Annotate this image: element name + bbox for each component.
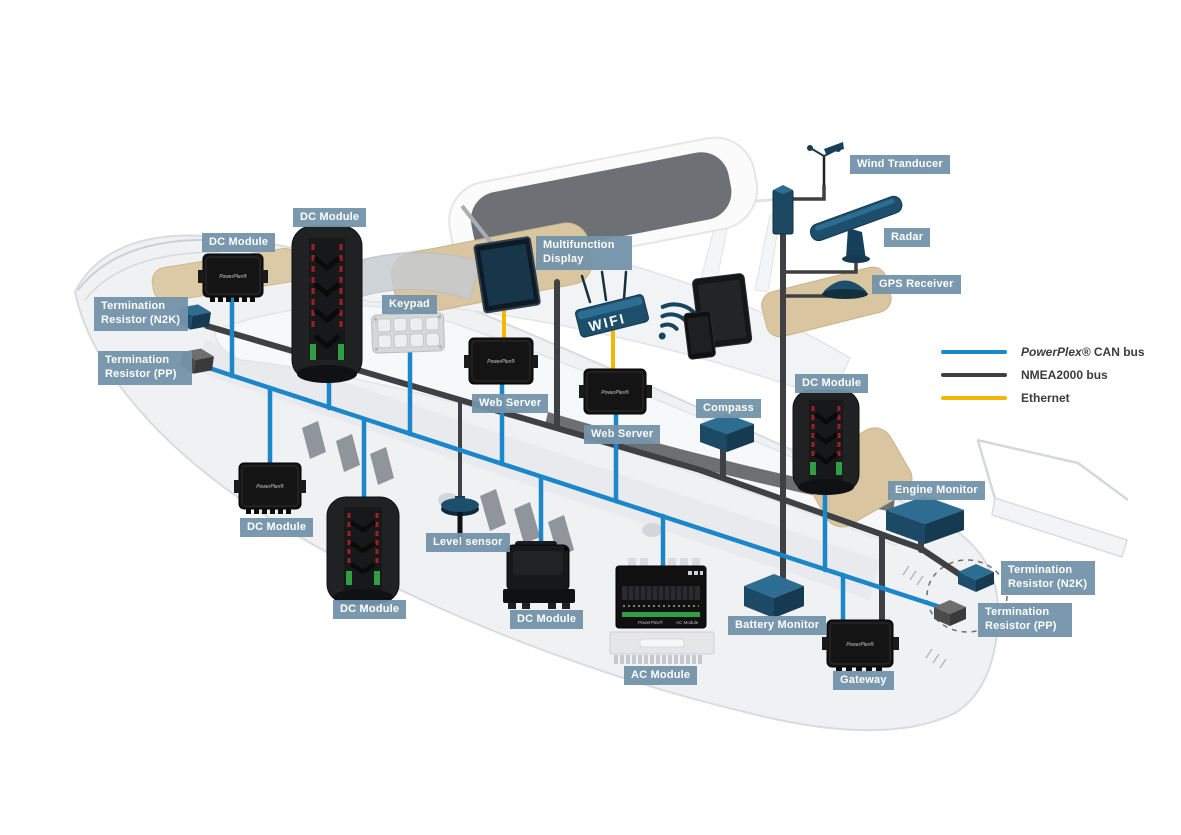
label-level-sensor: Level sensor [426, 533, 510, 553]
web-server-2-device: PowerPlex® [579, 368, 652, 415]
nmea-bus-legend-label: NMEA2000 bus [1021, 367, 1108, 382]
gateway-device: PowerPlex® [822, 619, 899, 671]
nmea-bus-legend-line [941, 372, 1007, 377]
label-dc-module-1: DC Module [202, 233, 276, 253]
device-brand-text: PowerPlex® [601, 389, 629, 396]
ethernet-legend-label: Ethernet [1021, 390, 1070, 405]
device-brand-text: PowerPlex® [256, 483, 284, 490]
label-termination-resistor-pp-left: Termination Resistor (PP) [98, 351, 192, 385]
dc-module-5-device [326, 496, 400, 605]
ethernet-lines [502, 304, 615, 373]
device-brand-text: PowerPlex® [638, 619, 664, 625]
label-web-server-1: Web Server [472, 394, 549, 414]
ac-module-device: PowerPlex® AC Module [609, 558, 715, 664]
label-engine-monitor: Engine Monitor [888, 481, 985, 501]
label-battery-monitor: Battery Monitor [728, 616, 827, 636]
label-termination-resistor-pp-right: Termination Resistor (PP) [978, 603, 1072, 637]
can-bus-legend-line [941, 349, 1007, 354]
nmea-wire-wind [790, 184, 826, 201]
termination-resistor-pp-right-device [934, 600, 966, 626]
battery-monitor-device [744, 574, 804, 618]
phone-device [683, 310, 716, 360]
label-multifunction-display: Multifunction Display [536, 236, 632, 270]
dc-module-4-device: PowerPlex® [234, 462, 306, 514]
label-compass: Compass [696, 399, 761, 419]
gps-receiver-device [822, 280, 868, 299]
label-termination-resistor-n2k-left: Termination Resistor (N2K) [94, 297, 188, 331]
ethernet-legend-line [941, 395, 1007, 400]
radar-device [809, 195, 903, 263]
label-gps-receiver: GPS Receiver [872, 275, 961, 295]
label-termination-resistor-n2k-right: Termination Resistor (N2K) [1001, 561, 1095, 595]
device-model-text: AC Module [676, 620, 699, 625]
label-radar: Radar [884, 228, 931, 248]
nmea-trunk [204, 323, 965, 579]
legend-row-nmea-bus: NMEA2000 bus [941, 363, 1145, 386]
legend: PowerPlex® CAN bus NMEA2000 bus Ethernet [941, 340, 1145, 409]
device-brand-text: PowerPlex® [846, 641, 874, 648]
legend-row-ethernet: Ethernet [941, 386, 1145, 409]
ac-module-terminals [614, 655, 702, 664]
keypad-device [371, 312, 445, 354]
nmea2000-bus-lines [204, 184, 965, 627]
device-brand-text: PowerPlex® [219, 273, 247, 280]
can-bus-legend-label: PowerPlex® CAN bus [1021, 344, 1145, 359]
dc-module-6-device [503, 541, 575, 609]
label-web-server-2: Web Server [584, 425, 661, 445]
dc-module-1-device: PowerPlex® [198, 253, 268, 302]
dc-module-3-device [792, 389, 860, 495]
compass-device [700, 414, 754, 452]
dc-module-2-device [291, 225, 363, 383]
label-keypad: Keypad [382, 295, 437, 315]
can-bus-lines [206, 294, 943, 625]
terminator-highlight-ellipse [926, 559, 1008, 633]
multifunction-display-device [460, 204, 541, 314]
legend-row-can-bus: PowerPlex® CAN bus [941, 340, 1145, 363]
termination-resistor-n2k-right-device [958, 564, 994, 592]
mast-junction-box [772, 185, 794, 235]
label-wind-tranducer: Wind Tranducer [850, 155, 950, 175]
label-dc-module-2: DC Module [293, 208, 367, 228]
label-dc-module-6: DC Module [510, 610, 584, 630]
wifi-router-device: WIFI [575, 270, 650, 338]
web-server-1-device: PowerPlex® [464, 337, 538, 385]
wind-transducer-device [807, 142, 844, 186]
label-dc-module-3: DC Module [795, 374, 869, 394]
engine-monitor-device [886, 496, 964, 544]
device-brand-text: PowerPlex® [487, 358, 515, 365]
label-dc-module-5: DC Module [333, 600, 407, 620]
label-dc-module-4: DC Module [240, 518, 314, 538]
label-gateway: Gateway [833, 671, 894, 691]
level-sensor-device [441, 496, 479, 546]
label-ac-module: AC Module [624, 666, 698, 686]
